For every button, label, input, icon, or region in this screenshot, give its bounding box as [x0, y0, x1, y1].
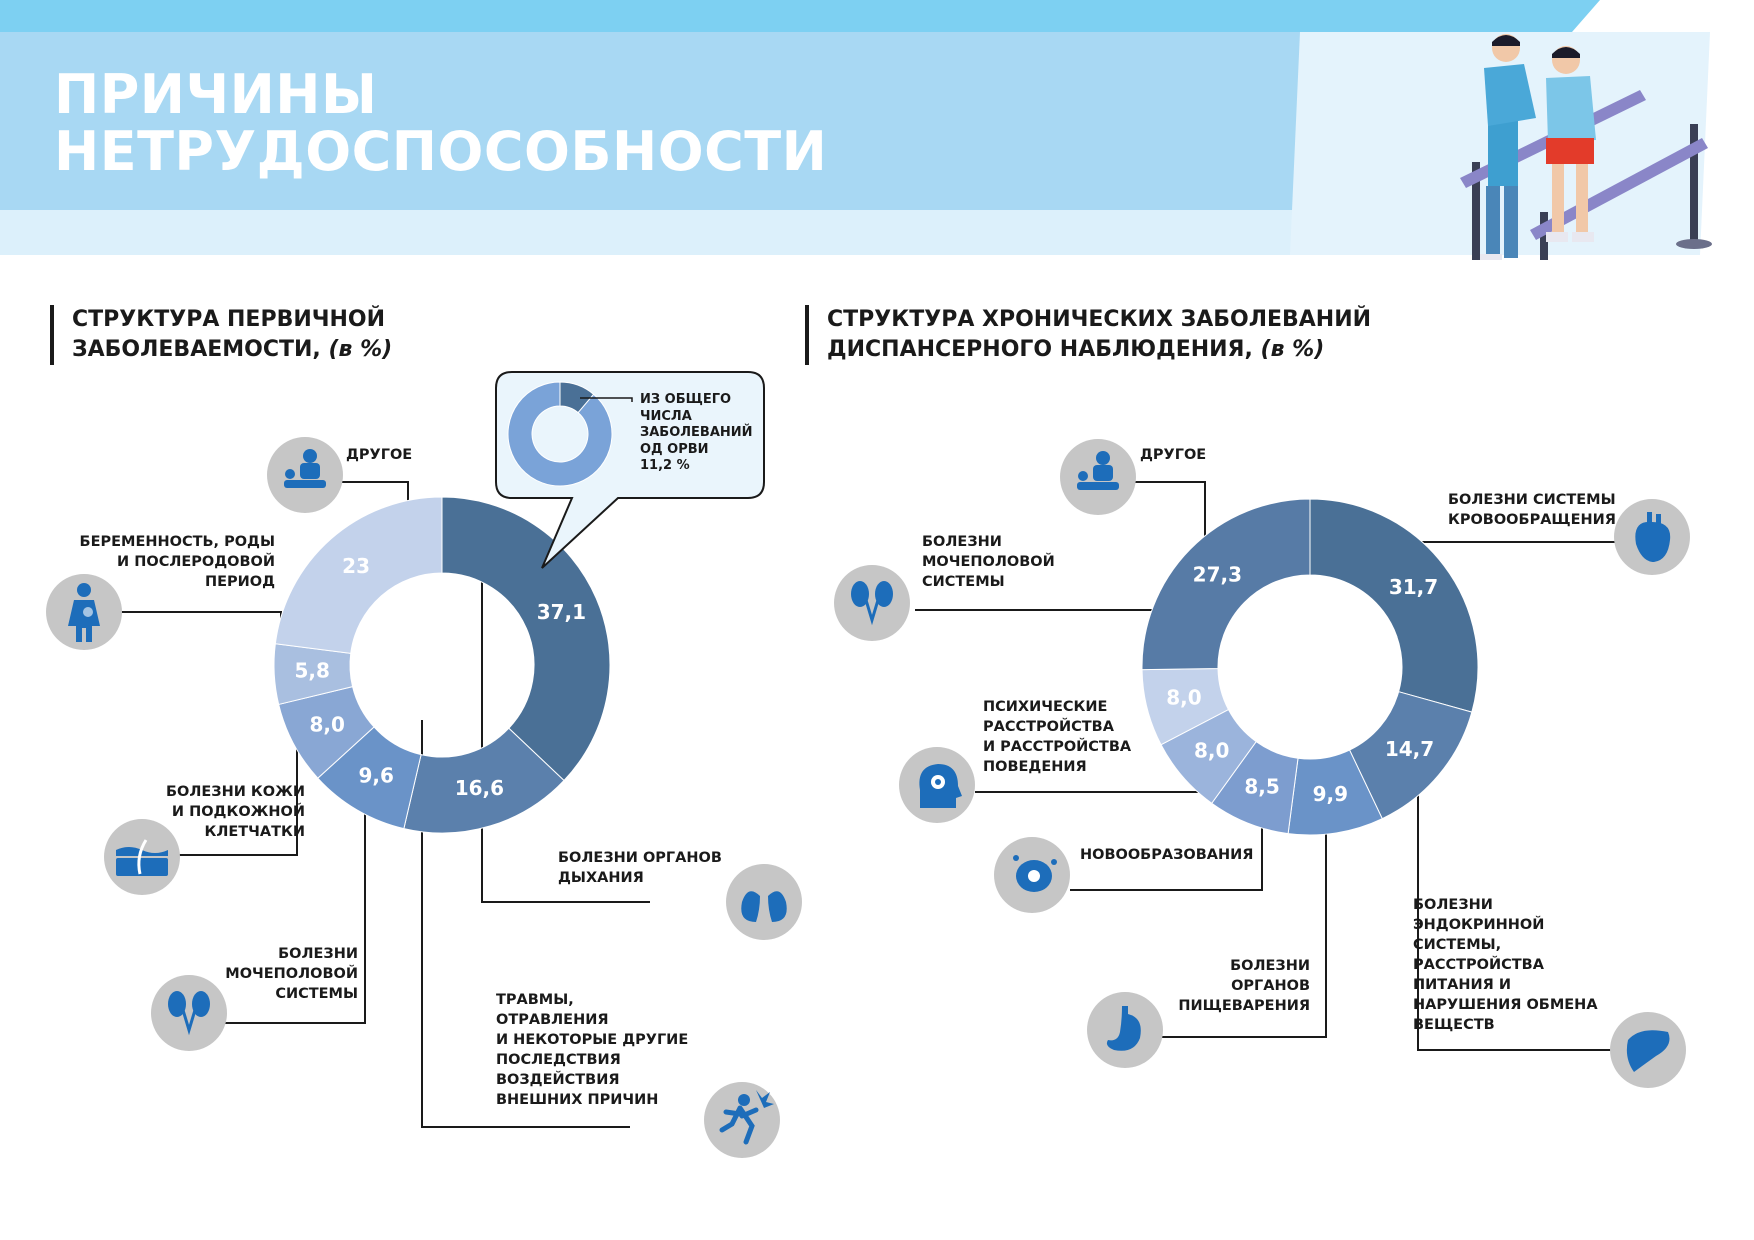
skin-layer-icon [104, 819, 180, 895]
leader-respiratory [481, 548, 650, 903]
chronic-value-label-3: 8,5 [1244, 774, 1279, 798]
inset-orvi-text: ИЗ ОБЩЕГО ЧИСЛА ЗАБОЛЕВАНИЙ ОД ОРВИ 11,2… [640, 392, 753, 473]
label-injury: ТРАВМЫ, ОТРАВЛЕНИЯ И НЕКОТОРЫЕ ДРУГИЕ ПО… [496, 992, 689, 1108]
right-heading-line-1: СТРУКТУРА ХРОНИЧЕСКИХ ЗАБОЛЕВАНИЙ [827, 307, 1372, 332]
leader-neoplasms [1070, 805, 1263, 891]
chronic-slice-0 [1309, 498, 1479, 713]
banner-background [0, 0, 1754, 260]
leader-digestive [1160, 818, 1327, 1038]
head-gear-icon [899, 747, 975, 823]
label-neoplasms: НОВООБРАЗОВАНИЯ [1080, 847, 1254, 863]
primary-slice-0 [441, 496, 611, 782]
chronic-value-label-6: 27,3 [1193, 562, 1242, 586]
leader-other-right [1132, 481, 1206, 550]
left-heading-line-2-text: ЗАБОЛЕВАЕМОСТИ, [72, 337, 321, 362]
inset-callout-bubble [495, 371, 765, 569]
tumor-cell-icon [994, 837, 1070, 913]
primary-value-label-4: 5,8 [294, 659, 329, 683]
donut-chart-chronic-diseases: 31,7 14,7 9,9 8,5 8,0 8,0 27,3 [1141, 498, 1479, 836]
right-section-heading: СТРУКТУРА ХРОНИЧЕСКИХ ЗАБОЛЕВАНИЙ ДИСПАН… [805, 305, 1371, 365]
stomach-icon [1087, 992, 1163, 1068]
label-circulatory: БОЛЕЗНИ СИСТЕМЫ КРОВООБРАЩЕНИЯ [1448, 492, 1616, 528]
inset-leader [580, 397, 633, 402]
donut-chart-primary-morbidity: 37,1 16,6 9,6 8,0 5,8 23 [273, 496, 611, 834]
primary-slice-1 [403, 727, 565, 834]
kidneys-icon [834, 565, 910, 641]
leader-endocrine [1417, 770, 1620, 1051]
label-endocrine: БОЛЕЗНИ ЭНДОКРИННОЙ СИСТЕМЫ, РАССТРОЙСТВ… [1413, 897, 1598, 1033]
right-heading-line-2: ДИСПАНСЕРНОГО НАБЛЮДЕНИЯ, (в %) [827, 335, 1371, 365]
label-urogenital-right: БОЛЕЗНИ МОЧЕПОЛОВОЙ СИСТЕМЫ [922, 534, 1055, 590]
inset-donut-orvi [507, 381, 613, 487]
chronic-value-label-2: 9,9 [1313, 782, 1348, 806]
right-heading-unit: (в %) [1260, 337, 1325, 362]
primary-value-label-3: 8,0 [309, 712, 344, 736]
primary-value-label-2: 9,6 [359, 764, 394, 788]
label-urogenital-left: БОЛЕЗНИ МОЧЕПОЛОВОЙ СИСТЕМЫ [225, 946, 358, 1002]
left-heading-line-1: СТРУКТУРА ПЕРВИЧНОЙ [72, 307, 386, 332]
leader-lines [120, 481, 1620, 1128]
chronic-slice-6 [1141, 498, 1311, 671]
label-digestive: БОЛЕЗНИ ОРГАНОВ ПИЩЕВАРЕНИЯ [1178, 958, 1310, 1014]
left-heading-line-2: ЗАБОЛЕВАЕМОСТИ, (в %) [72, 335, 392, 365]
label-skin: БОЛЕЗНИ КОЖИ И ПОДКОЖНОЙ КЛЕТЧАТКИ [165, 784, 305, 840]
primary-value-label-5: 23 [342, 554, 370, 578]
heart-icon [1614, 499, 1690, 575]
kidneys-icon [151, 975, 227, 1051]
leader-injury [421, 720, 630, 1128]
lungs-icon [726, 864, 802, 940]
label-pregnancy: БЕРЕМЕННОСТЬ, РОДЫ И ПОСЛЕРОДОВОЙ ПЕРИОД [79, 534, 275, 590]
doctor-patient-icon [1060, 439, 1136, 515]
injury-fall-icon [704, 1082, 780, 1158]
label-mental: ПСИХИЧЕСКИЕ РАССТРОЙСТВА И РАССТРОЙСТВА … [983, 699, 1132, 775]
leader-skin [178, 745, 298, 856]
liver-icon [1610, 1012, 1686, 1088]
page-title: ПРИЧИНЫ НЕТРУДОСПОСОБНОСТИ [54, 66, 827, 180]
rehab-illustration [1460, 34, 1712, 260]
page-title-line-2: НЕТРУДОСПОСОБНОСТИ [54, 120, 828, 183]
chronic-value-label-0: 31,7 [1389, 575, 1438, 599]
label-other-right: ДРУГОЕ [1140, 447, 1207, 463]
primary-value-label-1: 16,6 [455, 776, 504, 800]
page-title-line-1: ПРИЧИНЫ [54, 63, 378, 126]
left-heading-unit: (в %) [328, 337, 393, 362]
chronic-value-label-5: 8,0 [1166, 685, 1201, 709]
chronic-value-label-4: 8,0 [1194, 739, 1229, 763]
label-other-left: ДРУГОЕ [346, 447, 413, 463]
primary-slice-5 [274, 496, 443, 654]
pregnant-woman-icon [46, 574, 122, 650]
leader-urogenital-left [225, 748, 366, 1024]
right-heading-line-2-text: ДИСПАНСЕРНОГО НАБЛЮДЕНИЯ, [827, 337, 1253, 362]
doctor-patient-icon [267, 437, 343, 513]
inset-slice-1 [507, 381, 613, 487]
label-respiratory: БОЛЕЗНИ ОРГАНОВ ДЫХАНИЯ [558, 850, 722, 886]
primary-value-label-0: 37,1 [537, 600, 586, 624]
chronic-value-label-1: 14,7 [1385, 737, 1434, 761]
left-section-heading: СТРУКТУРА ПЕРВИЧНОЙ ЗАБОЛЕВАЕМОСТИ, (в %… [50, 305, 392, 365]
header-banner: ПРИЧИНЫ НЕТРУДОСПОСОБНОСТИ [0, 0, 1754, 260]
